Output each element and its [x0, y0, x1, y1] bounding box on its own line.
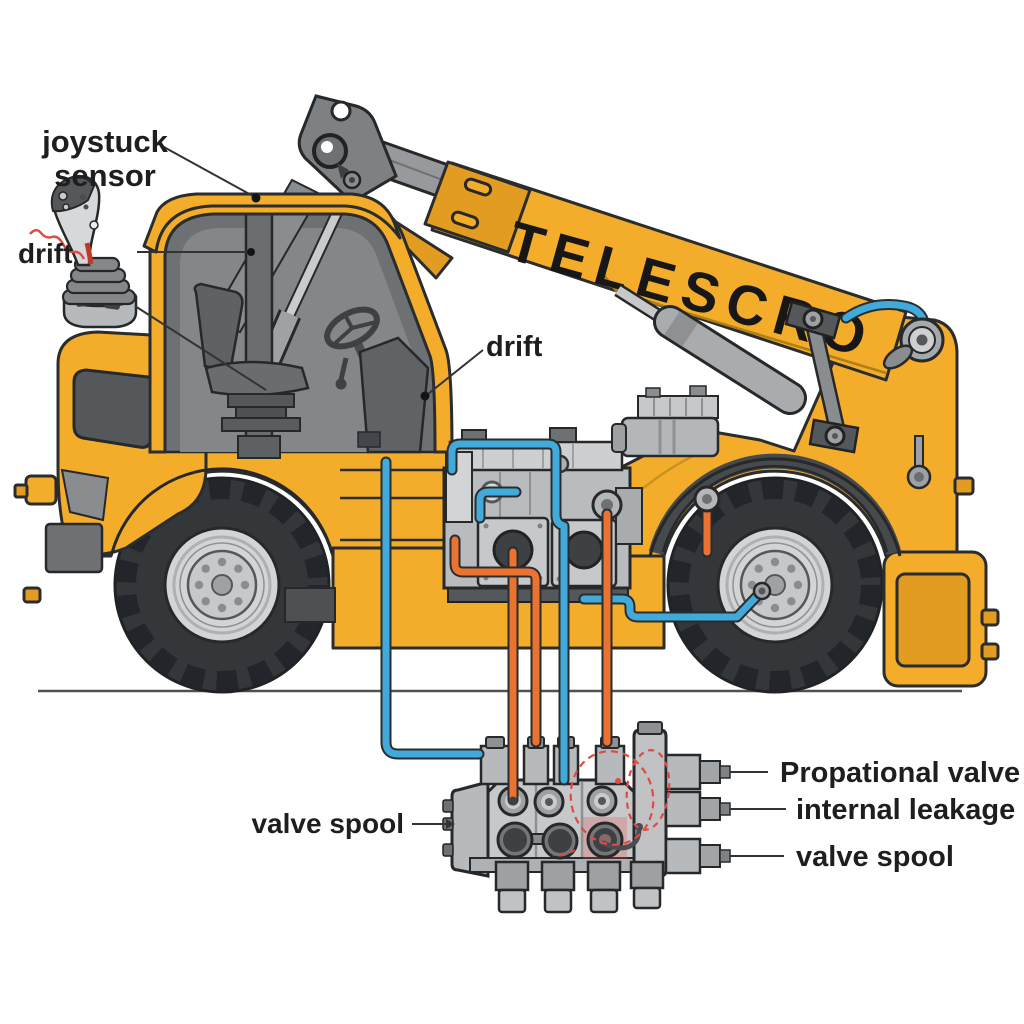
label-joystick-sensor-line2: sensor [54, 158, 156, 193]
hose-blue-supply [382, 458, 483, 758]
hose-blue-wheel-motor [580, 590, 763, 621]
valve-bottom-cylinders [494, 860, 665, 914]
annotations: joystuck sensor drift drift valve spool … [18, 124, 1020, 873]
hose-orange-2 [451, 536, 540, 746]
label-joystick-sensor-line1: joystuck [41, 124, 169, 159]
label-drift-joystick: drift [18, 238, 72, 269]
front-tab [24, 474, 58, 506]
leakage-circle-large [569, 750, 655, 846]
operator-seat [193, 282, 310, 432]
cab [142, 178, 454, 459]
hydraulic-hoses [380, 299, 931, 806]
boom: TELESCRO [297, 94, 908, 454]
cab-step [284, 587, 336, 623]
nose-window [72, 368, 159, 449]
tilt-cylinder-rod [284, 200, 346, 320]
hose-blue-elbow [476, 488, 520, 522]
valve-actuators [664, 753, 731, 875]
boom-pivot [882, 317, 945, 490]
rear-fender [648, 453, 902, 555]
valve-right-tower [632, 728, 668, 878]
steering-wheel [324, 306, 380, 390]
valve-end-cap [450, 780, 490, 878]
counterweight-panel [895, 572, 971, 668]
label-internal-leakage: internal leakage [796, 794, 1015, 826]
auxiliary-pump [611, 385, 720, 458]
front-wheel [113, 476, 331, 694]
front-arch-edge [110, 467, 334, 554]
rear-wheel [666, 476, 884, 694]
boom-collar [423, 160, 532, 254]
nose-vent [60, 468, 110, 522]
drift-squiggle [29, 229, 86, 260]
front-bumper [44, 522, 104, 574]
leader-drift-cab [427, 349, 484, 395]
leader-joystick-sensor [161, 145, 254, 197]
label-proportional-valve: Propational valve [780, 757, 1020, 789]
label-drift-cab: drift [486, 331, 543, 363]
hose-blue-engine-loop [448, 440, 568, 784]
lift-cylinder [614, 284, 807, 415]
label-valve-spool-left: valve spool [251, 808, 404, 839]
cab-vent-box [357, 431, 381, 448]
cab-roof [142, 192, 402, 254]
tower-tab [953, 476, 975, 496]
valve-block [442, 721, 731, 914]
boom-link-arm [784, 300, 860, 454]
joystick-bellows [61, 256, 137, 306]
joystick [50, 175, 138, 329]
joystick-red-stripe [84, 242, 94, 265]
valve-spool-lower-bores [496, 821, 624, 860]
label-valve-spool-right: valve spool [796, 841, 954, 873]
leader-joystick-base [134, 305, 267, 391]
